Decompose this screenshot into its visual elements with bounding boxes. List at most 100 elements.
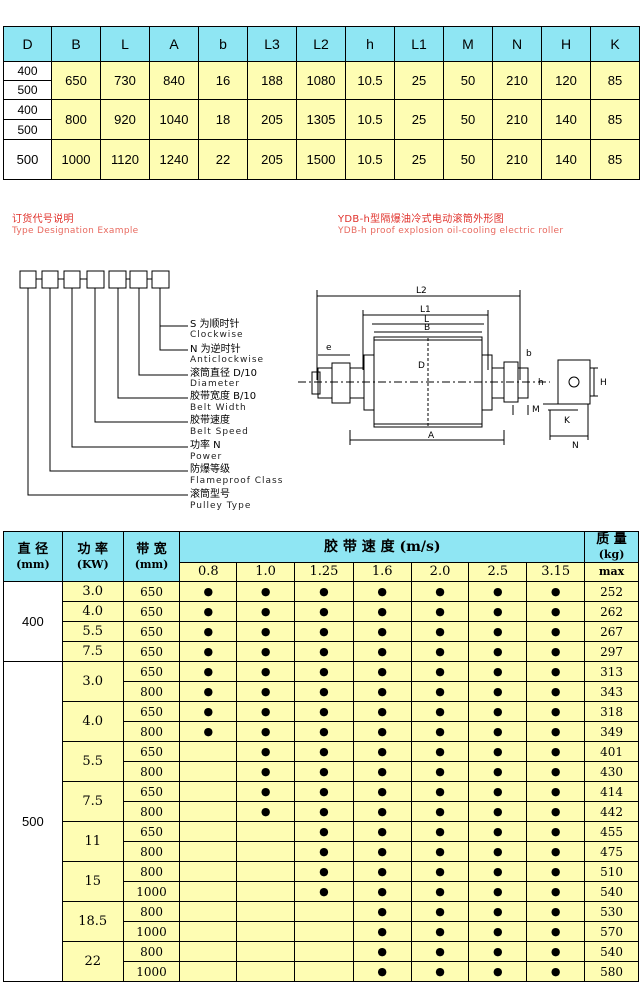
speed-cell: ● xyxy=(526,641,586,662)
speed-cell: ● xyxy=(179,581,238,602)
drawing-title-en: YDB-h proof explosion oil-cooling electr… xyxy=(338,226,564,236)
speed-cell: ● xyxy=(410,821,470,842)
speed-cell: ● xyxy=(410,621,470,642)
available-dot: ● xyxy=(550,925,561,938)
speed-cell: ● xyxy=(294,721,354,742)
speed-cell: ● xyxy=(352,861,412,882)
designation-section: 订货代号说明 Type Designation Example YDB-h型隔爆… xyxy=(0,200,642,525)
dim-value-cell: 50 xyxy=(443,139,493,180)
dim-value-cell: 22 xyxy=(198,139,248,180)
speed-cell: ● xyxy=(236,681,296,702)
available-dot: ● xyxy=(203,585,214,598)
dim-diameter-top: 400 xyxy=(4,101,51,120)
dim-label-m: M xyxy=(532,405,540,415)
available-dot: ● xyxy=(377,845,388,858)
dim-value-cell: 840 xyxy=(149,61,199,100)
diameter-cell: 400 xyxy=(3,581,63,662)
designation-item-cn: 滚筒型号 xyxy=(190,489,230,500)
speed-cell: ● xyxy=(526,801,586,822)
dim-header-b: b xyxy=(198,26,248,62)
designation-item-cn: 功率 N xyxy=(190,440,221,451)
speed-cell xyxy=(236,881,296,902)
available-dot: ● xyxy=(203,605,214,618)
speed-cell: ● xyxy=(410,641,470,662)
speed-cell: ● xyxy=(236,741,296,762)
width-cell: 650 xyxy=(122,741,181,762)
speed-cell: ● xyxy=(352,821,412,842)
speed-cell: ● xyxy=(236,721,296,742)
speed-cell: ● xyxy=(294,761,354,782)
available-dot: ● xyxy=(435,585,445,598)
dim-value-cell: 205 xyxy=(247,139,297,180)
power-cell: 5.5 xyxy=(61,741,124,782)
available-dot: ● xyxy=(493,665,503,678)
table-row: 800●●●●●●442 xyxy=(4,801,639,822)
speed-cell xyxy=(294,961,354,982)
mass-cell: 401 xyxy=(584,741,639,762)
available-dot: ● xyxy=(377,925,388,938)
available-dot: ● xyxy=(377,905,388,918)
width-cell: 800 xyxy=(122,801,181,822)
dim-diameter-bottom: 500 xyxy=(17,122,38,137)
speed-cell: ● xyxy=(294,741,354,762)
speed-cell: ● xyxy=(294,681,354,702)
dim-label-n: N xyxy=(572,441,579,451)
dim-label-b: B xyxy=(424,323,430,333)
dim-value-cell: 1120 xyxy=(100,139,150,180)
power-header: 功 率 (KW) xyxy=(61,531,124,582)
speed-cell: ● xyxy=(526,621,586,642)
designation-item-cn: S 为顺时针 xyxy=(190,319,240,330)
available-dot: ● xyxy=(435,845,445,858)
available-dot: ● xyxy=(550,625,561,638)
available-dot: ● xyxy=(203,725,214,738)
width-cell: 800 xyxy=(122,721,181,742)
speed-cell: ● xyxy=(352,761,412,782)
available-dot: ● xyxy=(377,945,388,958)
speed-cell: ● xyxy=(526,661,586,682)
available-dot: ● xyxy=(319,745,329,758)
speed-cell: ● xyxy=(468,861,528,882)
speed-cell: ● xyxy=(410,841,470,862)
available-dot: ● xyxy=(493,585,503,598)
available-dot: ● xyxy=(435,905,445,918)
available-dot: ● xyxy=(319,825,329,838)
speed-cell xyxy=(179,781,238,802)
speed-cell xyxy=(179,921,238,942)
speed-cell: ● xyxy=(468,921,528,942)
designation-item-cn: 防爆等级 xyxy=(190,464,230,475)
available-dot: ● xyxy=(435,765,445,778)
dim-value-cell: 210 xyxy=(492,61,542,100)
diameter-header: 直 径 (mm) xyxy=(3,531,63,582)
available-dot: ● xyxy=(203,705,214,718)
speed-cell: ● xyxy=(352,781,412,802)
width-header-label: 带 宽 xyxy=(136,541,167,557)
available-dot: ● xyxy=(550,725,561,738)
width-cell: 800 xyxy=(122,681,181,702)
available-dot: ● xyxy=(319,765,329,778)
mass-cell: 442 xyxy=(584,801,639,822)
table-row: 1000●●●●570 xyxy=(4,921,639,942)
dim-value-cell: 920 xyxy=(100,99,150,140)
available-dot: ● xyxy=(319,665,329,678)
power-cell: 3.0 xyxy=(61,581,124,602)
designation-item-en: Flameproof Class xyxy=(190,476,284,486)
dim-value-cell: 10.5 xyxy=(345,99,395,140)
designation-item-cn: 滚筒直径 D/10 xyxy=(190,368,257,379)
available-dot: ● xyxy=(550,945,561,958)
power-cell: 7.5 xyxy=(61,641,124,662)
speed-cell: ● xyxy=(468,961,528,982)
speed-cell: ● xyxy=(410,921,470,942)
speed-cell xyxy=(179,901,238,922)
available-dot: ● xyxy=(377,685,388,698)
speed-cell: ● xyxy=(410,721,470,742)
available-dot: ● xyxy=(377,865,388,878)
speed-cell: ● xyxy=(410,761,470,782)
available-dot: ● xyxy=(260,725,271,738)
available-dot: ● xyxy=(319,585,329,598)
